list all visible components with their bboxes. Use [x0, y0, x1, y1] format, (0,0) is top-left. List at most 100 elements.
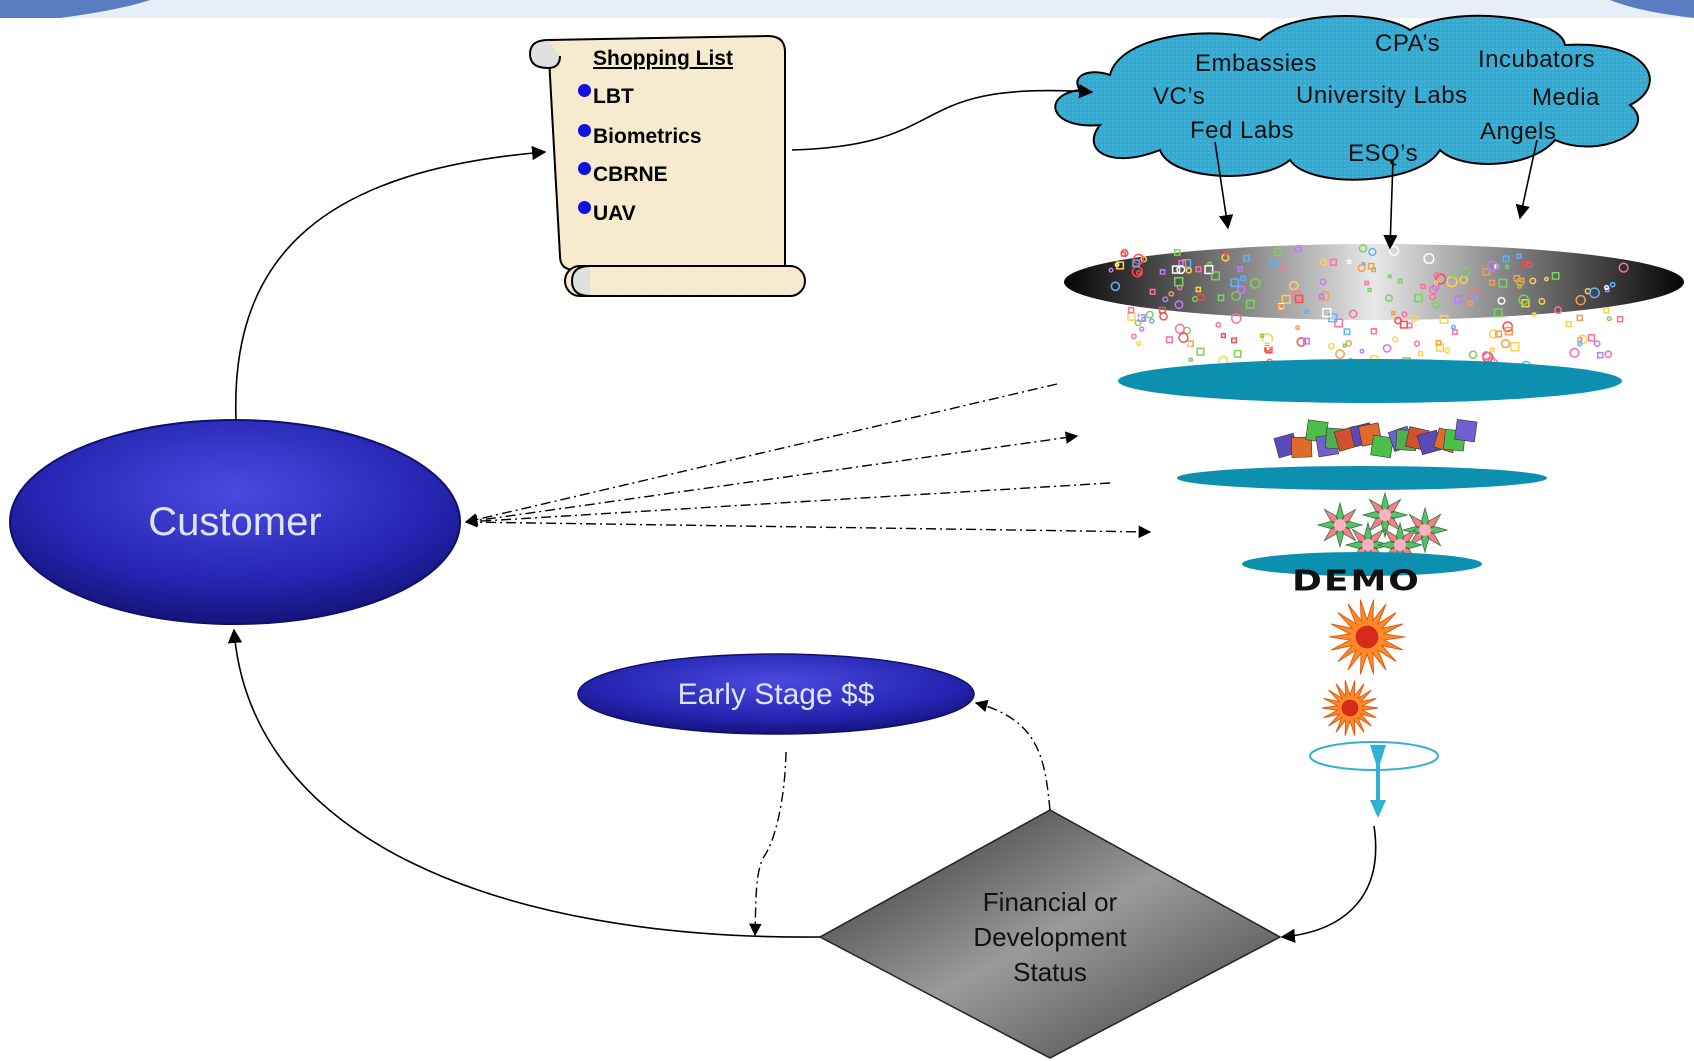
- confetti-square: [1587, 334, 1596, 342]
- confetti-ring: [1132, 253, 1145, 265]
- confetti-square: [1435, 339, 1442, 346]
- flower-star: [1361, 491, 1409, 539]
- confetti-ring: [1500, 338, 1511, 349]
- confetti-square: [1439, 314, 1449, 324]
- confetti-ring: [1237, 285, 1246, 294]
- confetti-square: [1173, 249, 1181, 256]
- confetti-square: [1467, 300, 1474, 306]
- confetti-square: [1616, 316, 1624, 323]
- confetti-ring: [1423, 252, 1435, 265]
- confetti-ring: [1261, 333, 1274, 345]
- status-label: Financial or Development Status: [973, 887, 1127, 987]
- confetti-ring: [1168, 291, 1175, 297]
- confetti-ring: [1131, 333, 1137, 340]
- confetti-square: [1399, 320, 1408, 329]
- confetti-square: [1165, 336, 1173, 344]
- confetti-ring: [1518, 294, 1530, 306]
- list-to-cloud-arrow: [791, 84, 1094, 151]
- status-to-customer-arrow: [227, 628, 821, 938]
- customer-label: Customer: [148, 500, 322, 544]
- status-diamond[interactable]: [818, 809, 1282, 1059]
- output-spinner: [1309, 741, 1439, 818]
- confetti-square: [1230, 278, 1240, 288]
- funnel-feedback-2: [464, 482, 1111, 528]
- flower-star: [1401, 506, 1449, 554]
- confetti-square: [1391, 310, 1396, 316]
- confetti-square: [1513, 274, 1521, 282]
- confetti-ring: [1159, 312, 1168, 321]
- funnel-cubes: [1273, 419, 1478, 459]
- funnel-level-2: [1177, 466, 1547, 490]
- confetti-ring: [1162, 296, 1169, 303]
- cube-shape: [1454, 419, 1478, 443]
- confetti-ring: [1504, 264, 1510, 270]
- confetti-square: [1367, 262, 1375, 270]
- confetti-square: [1498, 278, 1508, 288]
- confetti-square: [1204, 265, 1214, 275]
- early-stage-to-status-arrow: [749, 751, 787, 937]
- confetti-ring: [1538, 297, 1546, 305]
- confetti-ring: [1368, 247, 1377, 257]
- confetti-ring: [1603, 284, 1610, 291]
- confetti-square: [1343, 328, 1351, 336]
- flower-star: [1316, 501, 1364, 549]
- funnel-feedback-1: [464, 383, 1058, 526]
- confetti-square: [1521, 299, 1530, 308]
- demo-label: DEMO: [1292, 565, 1421, 598]
- confetti-ring: [1593, 340, 1601, 348]
- confetti-ring: [1497, 296, 1506, 305]
- confetti-square: [1502, 255, 1510, 263]
- confetti-square: [1263, 338, 1272, 348]
- confetti-square: [1364, 280, 1369, 286]
- confetti-square: [1240, 275, 1246, 282]
- confetti-square: [1132, 259, 1140, 268]
- confetti-ring: [1231, 290, 1242, 302]
- confetti-square: [1454, 295, 1463, 304]
- confetti-square: [1178, 259, 1187, 269]
- confetti-ring: [1384, 294, 1393, 303]
- confetti-ring: [1410, 315, 1418, 323]
- confetti-ring: [1178, 332, 1189, 343]
- burst-large: [1328, 599, 1406, 675]
- confetti-square: [1171, 265, 1181, 274]
- cloud-label-embassies: Embassies: [1195, 50, 1317, 77]
- confetti-square: [1233, 349, 1242, 358]
- confetti-ring: [1544, 276, 1549, 282]
- confetti-square: [1328, 313, 1338, 323]
- confetti-ring: [1470, 294, 1478, 302]
- confetti-ring: [1469, 288, 1481, 300]
- cloud-label-incubators: Incubators: [1478, 46, 1596, 73]
- bullet-icon: [578, 124, 591, 137]
- confetti-square: [1604, 287, 1610, 293]
- confetti-ring: [1554, 306, 1562, 315]
- confetti-ring: [1346, 259, 1352, 265]
- confetti-ring: [1577, 341, 1583, 347]
- confetti-square: [1277, 303, 1285, 311]
- confetti-ring: [1174, 300, 1184, 310]
- confetti-square: [1495, 330, 1503, 338]
- funnel-level-1: [1118, 359, 1622, 403]
- bullet-icon: [578, 84, 591, 97]
- confetti-ring: [1139, 326, 1145, 332]
- confetti-ring: [1174, 323, 1186, 334]
- confetti-square: [1531, 312, 1537, 317]
- confetti-square: [1115, 261, 1125, 270]
- confetti-ring: [1191, 295, 1199, 303]
- confetti-ring: [1359, 348, 1365, 354]
- confetti-ring: [1588, 287, 1600, 299]
- confetti-ring: [1319, 290, 1331, 302]
- cloud-label-university-labs: University Labs: [1296, 82, 1468, 109]
- cube-shape: [1370, 434, 1394, 459]
- confetti-ring: [1185, 267, 1193, 274]
- cloud-label-media: Media: [1532, 84, 1600, 111]
- early-stage-node[interactable]: [577, 653, 975, 735]
- confetti-ring: [1604, 350, 1613, 359]
- funnel-level-3: [1242, 552, 1482, 576]
- confetti-ring: [1135, 269, 1142, 276]
- confetti-ring: [1413, 340, 1421, 347]
- confetti-square: [1451, 272, 1456, 278]
- confetti-square: [1414, 293, 1423, 303]
- cloud-label-cpas: CPA’s: [1375, 30, 1441, 57]
- customer-node[interactable]: [9, 419, 461, 625]
- confetti-ring: [1294, 245, 1303, 253]
